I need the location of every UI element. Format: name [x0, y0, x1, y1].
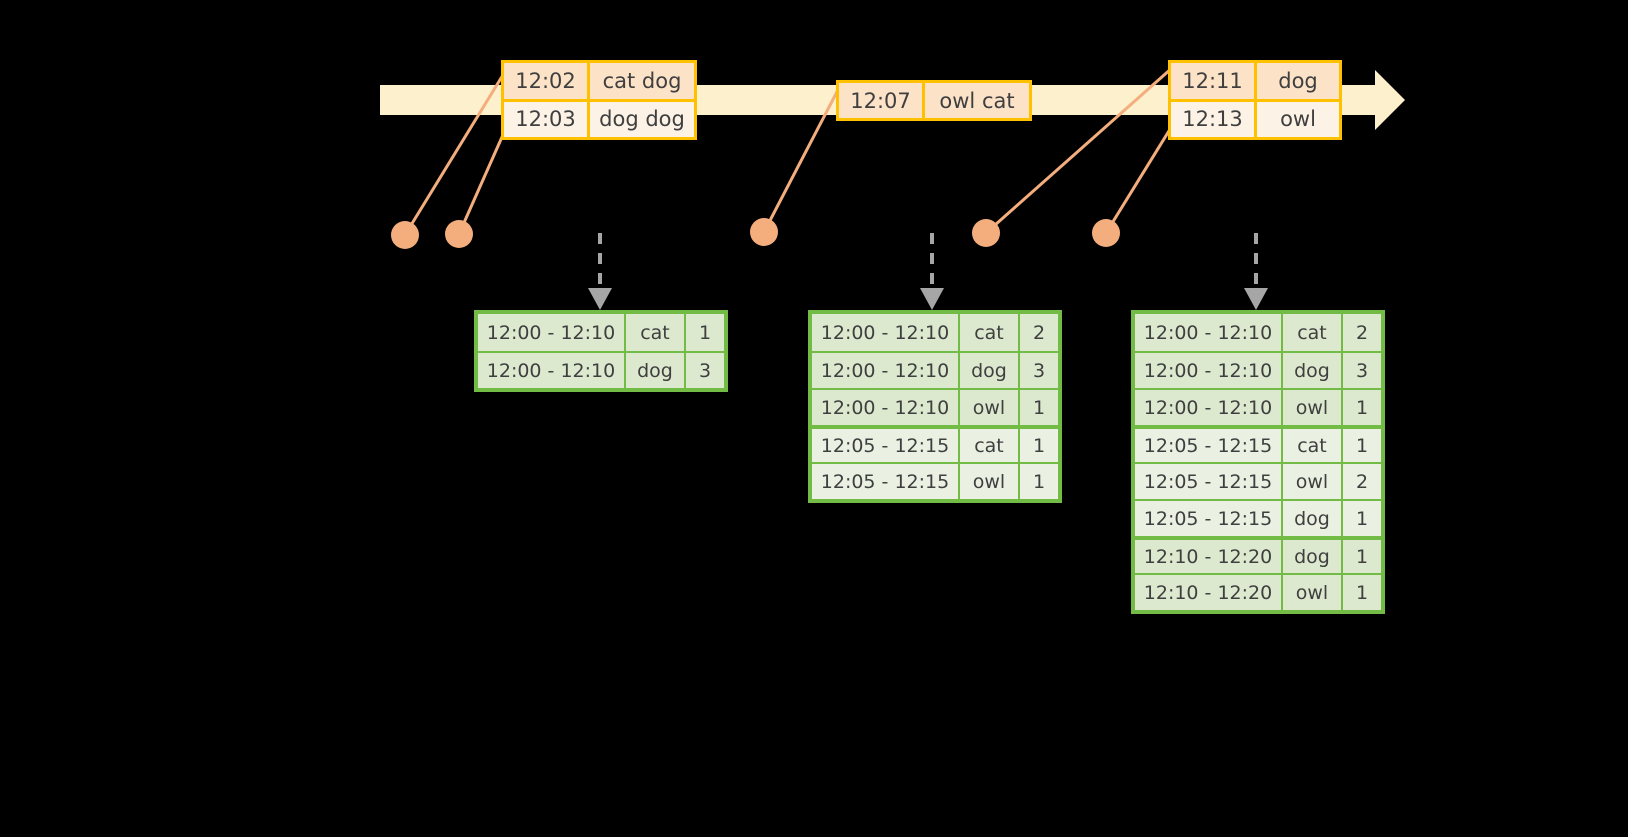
table-cell-window: 12:05 - 12:15 [1135, 501, 1283, 536]
dashed-arrow-icon-1 [588, 233, 612, 310]
table-cell-count: 1 [1020, 464, 1058, 499]
table-cell-window: 12:10 - 12:20 [1135, 575, 1283, 610]
table-cell-count: 3 [1343, 353, 1381, 388]
table-cell-key: cat [626, 314, 686, 351]
table-cell-window: 12:05 - 12:15 [812, 464, 960, 499]
event-value: dog dog [590, 101, 694, 137]
event-marker-2 [445, 220, 473, 248]
table-cell-window: 12:00 - 12:10 [812, 314, 960, 351]
event-value: owl cat [925, 83, 1029, 118]
table-cell-key: owl [960, 390, 1020, 425]
table-cell-count: 1 [1343, 575, 1381, 610]
event-time: 12:03 [504, 101, 590, 137]
table-cell-key: cat [960, 429, 1020, 462]
event-value: owl [1257, 101, 1339, 137]
table-cell-key: dog [1283, 501, 1343, 536]
table-cell-count: 1 [1343, 429, 1381, 462]
table-cell-count: 2 [1020, 314, 1058, 351]
table-cell-count: 2 [1343, 464, 1381, 499]
event-time: 12:11 [1171, 63, 1257, 99]
table-cell-count: 1 [1343, 540, 1381, 573]
table-cell-key: owl [1283, 464, 1343, 499]
table-cell-count: 1 [686, 314, 724, 351]
event-row[interactable]: 12:13 owl [1171, 98, 1339, 137]
table-cell-count: 3 [686, 353, 724, 388]
table-cell-window: 12:00 - 12:10 [812, 353, 960, 388]
table-cell-key: dog [1283, 353, 1343, 388]
table-cell-window: 12:05 - 12:15 [812, 429, 960, 462]
table-cell-key: cat [960, 314, 1020, 351]
table-cell-key: owl [960, 464, 1020, 499]
table-cell-count: 1 [1343, 390, 1381, 425]
event-value: cat dog [590, 63, 694, 99]
event-box-3[interactable]: 12:11 dog 12:13 owl [1168, 60, 1342, 140]
table-cell-count: 1 [1020, 429, 1058, 462]
table-cell-count: 1 [1020, 390, 1058, 425]
connector-line-2 [457, 127, 508, 235]
event-time: 12:02 [504, 63, 590, 99]
table-cell-window: 12:00 - 12:10 [478, 314, 626, 351]
table-cell-key: dog [960, 353, 1020, 388]
table-cell-key: cat [1283, 314, 1343, 351]
table-cell-count: 2 [1343, 314, 1381, 351]
table-cell-window: 12:00 - 12:10 [478, 353, 626, 388]
table-cell-window: 12:00 - 12:10 [812, 390, 960, 425]
event-row[interactable]: 12:11 dog [1171, 63, 1339, 99]
event-row[interactable]: 12:07 owl cat [839, 83, 1029, 118]
table-cell-window: 12:00 - 12:10 [1135, 353, 1283, 388]
table-cell-window: 12:05 - 12:15 [1135, 464, 1283, 499]
event-marker-3 [750, 218, 778, 246]
event-marker-4 [972, 219, 1000, 247]
table-cell-window: 12:00 - 12:10 [1135, 390, 1283, 425]
table-cell-key: dog [1283, 540, 1343, 573]
table-cell-window: 12:05 - 12:15 [1135, 429, 1283, 462]
table-cell-count: 1 [1343, 501, 1381, 536]
event-box-1[interactable]: 12:02 cat dog 12:03 dog dog [501, 60, 697, 140]
dashed-arrow-icon-2 [920, 233, 944, 310]
event-time: 12:13 [1171, 101, 1257, 137]
event-time: 12:07 [839, 83, 925, 118]
table-cell-key: cat [1283, 429, 1343, 462]
event-value: dog [1257, 63, 1339, 99]
connector-line-5 [1104, 125, 1174, 234]
dashed-arrow-icon-3 [1244, 233, 1268, 310]
table-cell-key: owl [1283, 390, 1343, 425]
table-cell-count: 3 [1020, 353, 1058, 388]
table-cell-key: owl [1283, 575, 1343, 610]
event-row[interactable]: 12:03 dog dog [504, 98, 694, 137]
event-marker-5 [1092, 219, 1120, 247]
event-marker-1 [391, 221, 419, 249]
event-box-2[interactable]: 12:07 owl cat [836, 80, 1032, 121]
table-cell-window: 12:00 - 12:10 [1135, 314, 1283, 351]
table-cell-key: dog [626, 353, 686, 388]
table-cell-window: 12:10 - 12:20 [1135, 540, 1283, 573]
event-row[interactable]: 12:02 cat dog [504, 63, 694, 99]
